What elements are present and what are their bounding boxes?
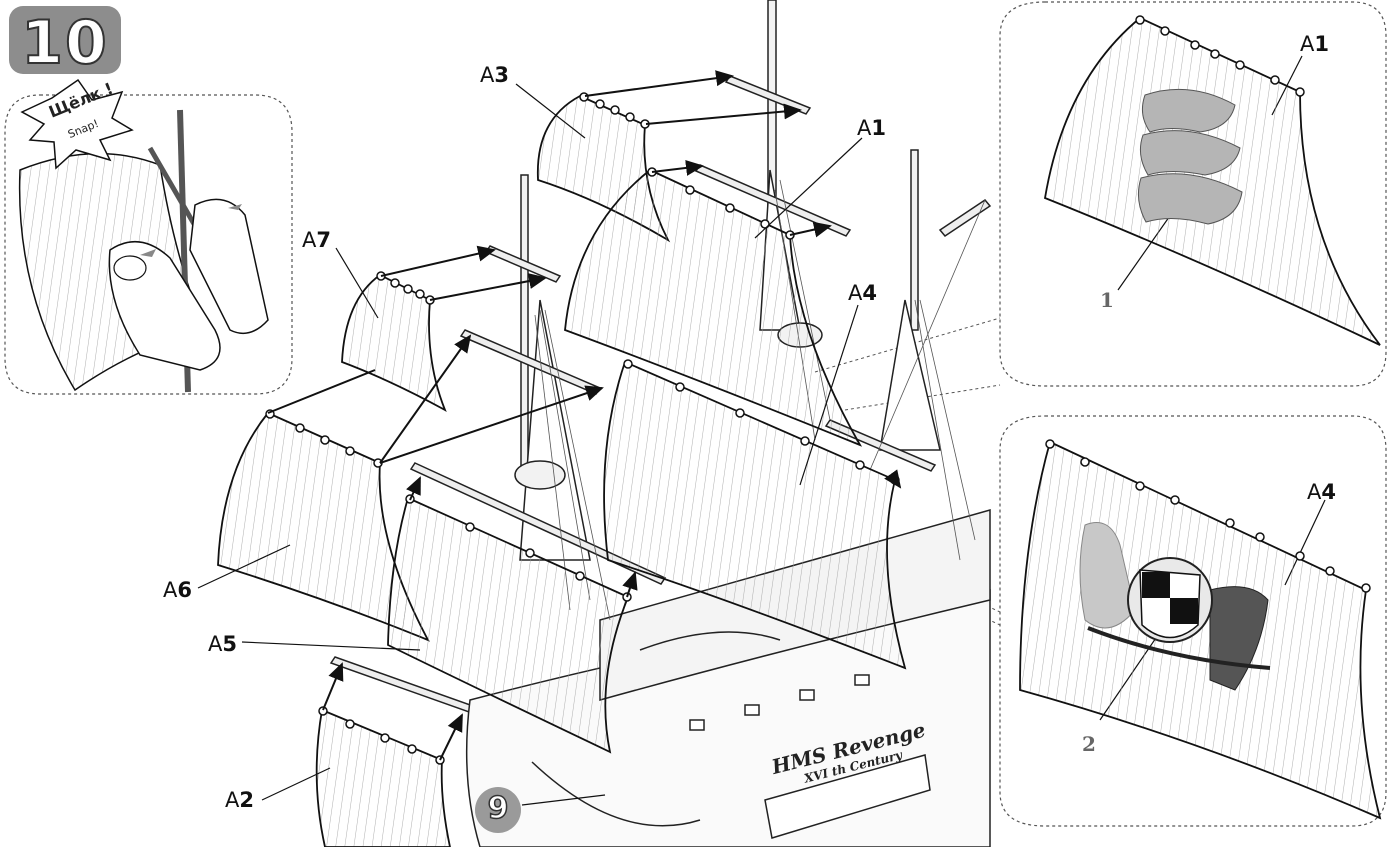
step-number: 10 <box>20 7 109 79</box>
inset-label-a1: A1 <box>1300 32 1329 56</box>
inset-a1-frame <box>999 1 1387 387</box>
sail-a7 <box>341 273 447 412</box>
sails <box>217 94 907 847</box>
snap-detail-illustration <box>18 78 269 393</box>
callout-2: 2 <box>1082 732 1096 756</box>
label-a2: A2 <box>225 788 254 812</box>
label-a6: A6 <box>163 578 192 602</box>
sail-a1 <box>564 168 863 447</box>
label-a5: A5 <box>208 632 237 656</box>
coat-of-arms-icon <box>1079 522 1271 691</box>
lions-emblem-icon <box>1137 88 1243 225</box>
inset-label-a4: A4 <box>1307 480 1336 504</box>
label-a4: A4 <box>848 281 877 305</box>
inset-a4-frame <box>999 415 1387 827</box>
inset-a4-sail <box>1019 439 1382 820</box>
sail-a4 <box>603 360 907 670</box>
inset-a1-sail <box>1043 15 1381 346</box>
label-a1: A1 <box>857 116 886 140</box>
part-ref-badge: 9 <box>475 787 521 833</box>
snap-burst-icon <box>20 78 134 170</box>
step-number-badge: 10 <box>9 6 121 79</box>
snap-detail-frame <box>4 94 293 395</box>
sail-a6 <box>217 411 430 642</box>
sail-a2 <box>315 708 451 847</box>
part-ref-number: 9 <box>487 790 509 827</box>
sail-a5 <box>387 496 630 754</box>
label-a7: A7 <box>302 228 331 252</box>
callout-1: 1 <box>1100 288 1114 312</box>
assembly-arrows <box>267 70 902 761</box>
label-a3: A3 <box>480 63 509 87</box>
rigging <box>534 179 986 621</box>
